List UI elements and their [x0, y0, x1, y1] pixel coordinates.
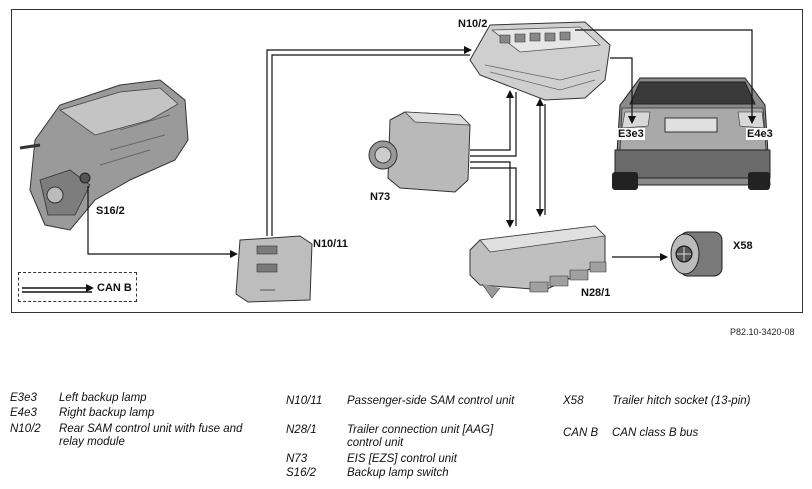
eis-control-unit-illustration	[368, 111, 472, 193]
legend-code: N73	[286, 453, 308, 465]
legend-text: Backup lamp switch	[347, 467, 449, 479]
legend-text: CAN class B bus	[612, 427, 699, 439]
legend-code: N10/2	[10, 423, 41, 435]
legend-code: S16/2	[286, 467, 317, 479]
legend-text: Rear SAM control unit with fuse and rela…	[59, 423, 243, 448]
vehicle-rear-illustration	[612, 77, 771, 190]
trailer-hitch-socket-illustration	[670, 231, 723, 277]
transmission-illustration	[19, 79, 189, 231]
legend-code: N10/11	[286, 395, 323, 407]
legend-text: EIS [EZS] control unit	[347, 453, 457, 465]
legend-code: E4e3	[10, 407, 37, 419]
label-n28-1: N28/1	[581, 287, 611, 299]
label-n10-11: N10/11	[313, 238, 348, 250]
legend-code: X58	[563, 395, 584, 407]
label-x58: X58	[733, 240, 753, 252]
legend-text: Left backup lamp	[59, 392, 147, 404]
label-n73: N73	[370, 191, 391, 203]
legend-code: N28/1	[286, 424, 317, 436]
rear-sam-module-illustration	[469, 21, 611, 101]
legend-text: Trailer hitch socket (13-pin)	[612, 395, 751, 407]
canb-legend-box	[18, 272, 137, 302]
figure-reference: P82.10-3420-08	[730, 327, 795, 337]
label-s16-2: S16/2	[96, 205, 125, 217]
label-canb: CAN B	[97, 282, 132, 294]
label-n10-2: N10/2	[458, 18, 488, 30]
connection-lines	[22, 29, 756, 293]
legend-text: Right backup lamp	[59, 407, 155, 419]
label-e3e3: E3e3	[617, 128, 645, 140]
legend-text: Passenger-side SAM control unit	[347, 395, 515, 407]
legend-code: E3e3	[10, 392, 37, 404]
legend-code: CAN B	[563, 427, 599, 439]
label-e4e3: E4e3	[746, 128, 774, 140]
legend-text: Trailer connection unit [AAG] control un…	[347, 424, 494, 449]
trailer-control-unit-illustration	[469, 225, 607, 299]
passenger-sam-module-illustration	[235, 235, 313, 303]
